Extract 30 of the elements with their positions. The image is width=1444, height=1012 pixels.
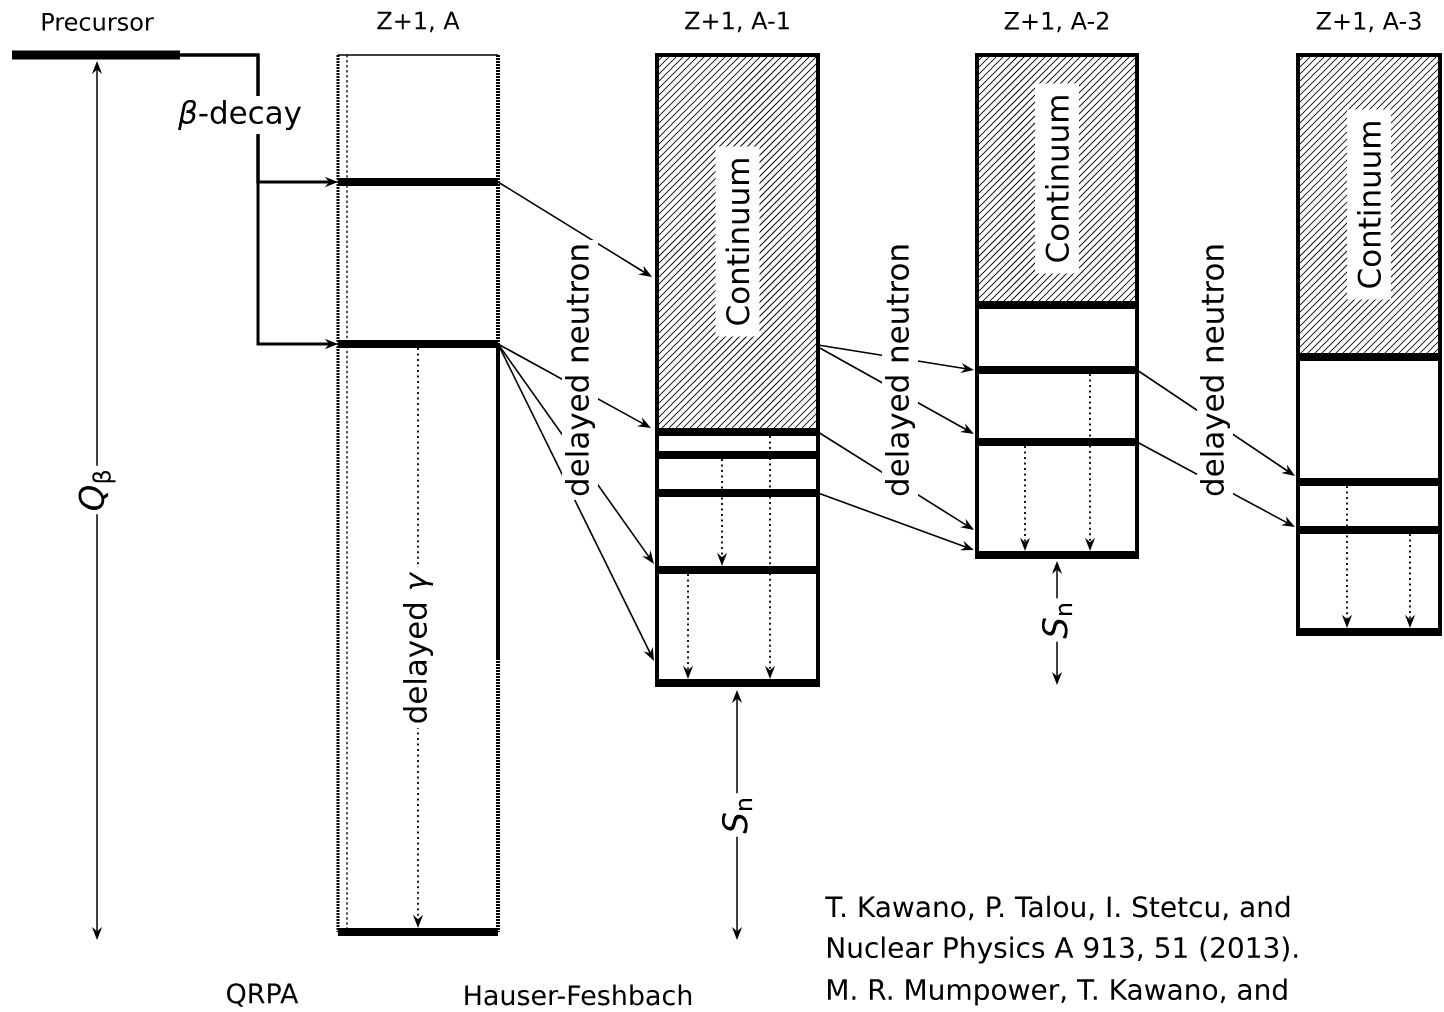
level-bar	[977, 366, 1137, 374]
continuum-region: Continuum	[657, 54, 818, 429]
edge-label: delayed γ	[399, 567, 437, 729]
level-bar	[1298, 526, 1440, 534]
level-bar	[657, 489, 818, 497]
level-bar	[657, 428, 818, 436]
level-bar	[657, 451, 818, 459]
process-label: delayed neutron	[562, 240, 598, 500]
continuum-region: Continuum	[977, 54, 1137, 303]
edge-label: β-decay	[174, 95, 306, 135]
node-label: Z+1, A-2	[1004, 11, 1109, 33]
node-label: Z+1, A-3	[1316, 11, 1421, 33]
model-label: Hauser-Feshbach	[459, 981, 697, 1009]
continuum-region: Continuum	[1298, 54, 1440, 355]
level-bar	[1298, 478, 1440, 486]
process-label: delayed neutron	[882, 240, 918, 500]
precursor-level: Precursor	[12, 13, 180, 60]
citation-text: M. R. Mumpower, T. Kawano, and	[822, 975, 1293, 1009]
process-label: delayed neutron	[1197, 240, 1233, 500]
dimension-label: S$_{n}$	[718, 793, 756, 837]
citation-text: Nuclear Physics A 913, 51 (2013).	[822, 933, 1304, 967]
level-bar	[977, 301, 1137, 309]
dimension-label: S$_{n}$	[1038, 598, 1076, 642]
model-label: QRPA	[222, 980, 302, 1010]
level-bar	[1298, 353, 1440, 361]
node-label: Precursor	[42, 13, 154, 31]
level-bar	[977, 438, 1137, 446]
citation-text: T. Kawano, P. Talou, I. Stetcu, and	[822, 892, 1295, 924]
dimension-label: Q$_{β}$	[75, 465, 119, 515]
node-label: Z+1, A-1	[685, 11, 789, 33]
